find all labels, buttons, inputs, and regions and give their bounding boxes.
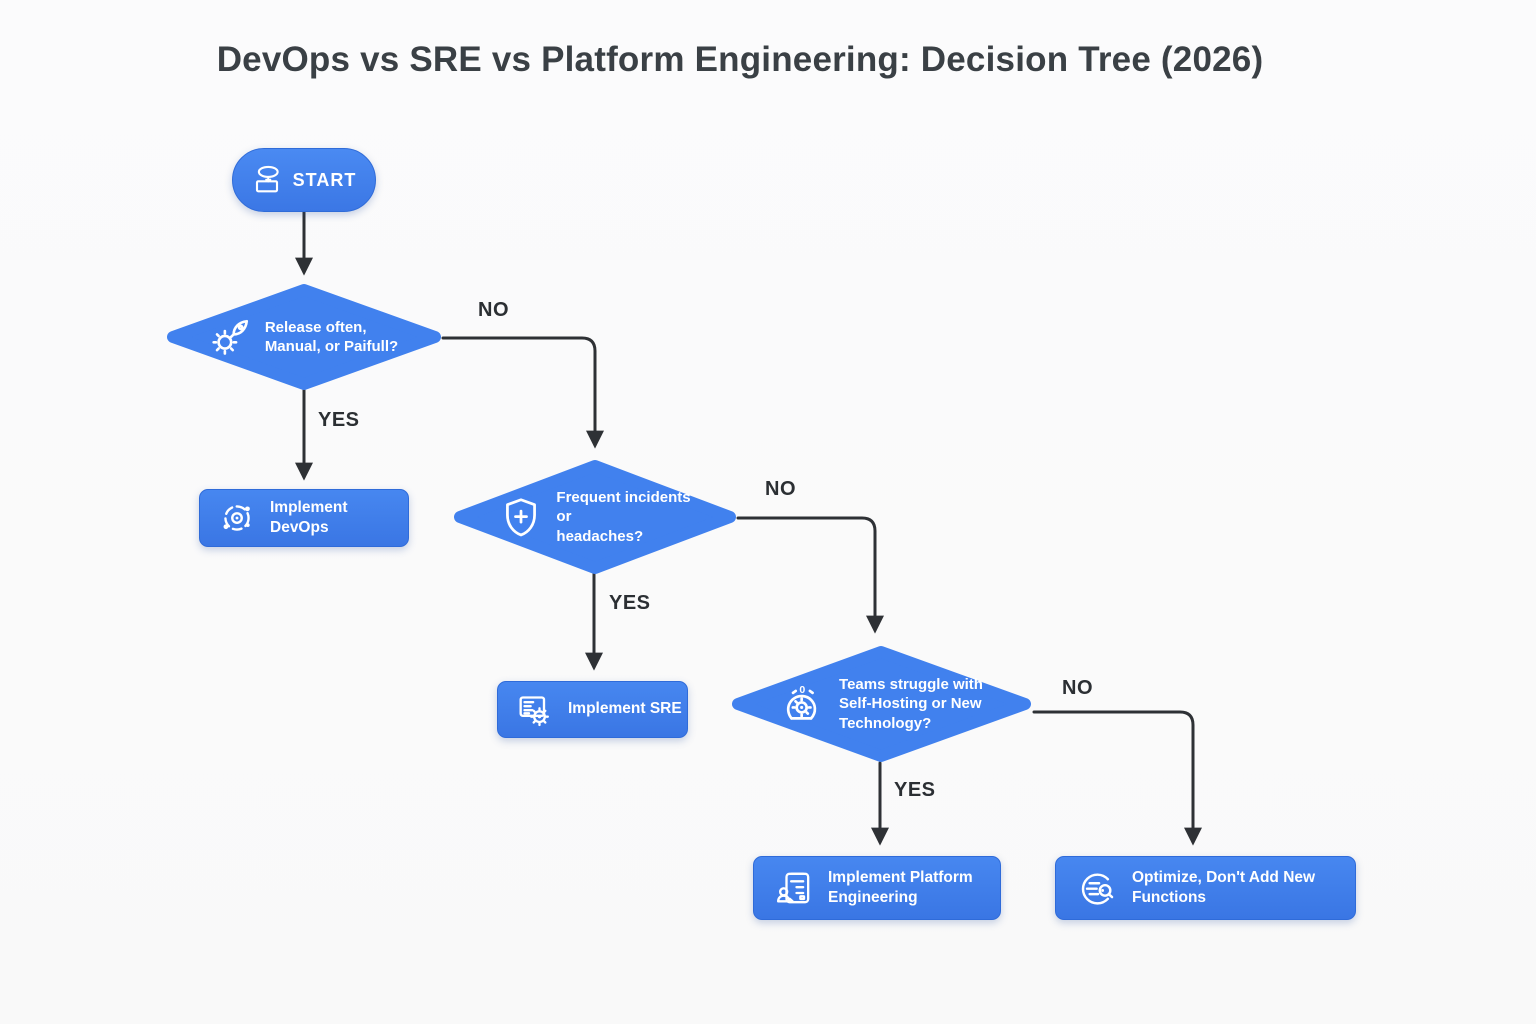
shield-plus-icon xyxy=(499,495,543,539)
release-decision-node: Release often, Manual, or Paifull? xyxy=(166,283,442,391)
edge-teams-no xyxy=(1032,710,1202,846)
diamond-shape xyxy=(454,460,736,574)
page-title: DevOps vs SRE vs Platform Engineering: D… xyxy=(216,40,1264,79)
clipboard-person-icon xyxy=(774,868,814,908)
svg-text:0: 0 xyxy=(799,684,805,696)
release-decision-label: Release often, Manual, or Paifull? xyxy=(264,318,399,356)
diamond-shape xyxy=(732,646,1031,762)
edge-label-teams-yes: YES xyxy=(894,779,936,801)
optimize-label: Optimize, Don't Add New Functions xyxy=(1132,868,1316,906)
rocket-gear-icon xyxy=(210,316,252,358)
implement-sre-label: Implement SRE xyxy=(568,700,682,718)
incidents-decision-label: Frequent incidents or headaches? xyxy=(556,488,691,545)
start-label: START xyxy=(292,169,357,190)
flowchart-icon xyxy=(252,165,282,195)
gauge-icon xyxy=(1076,867,1118,909)
diamond-shape xyxy=(167,284,441,390)
edge-label-release-yes: YES xyxy=(318,409,360,431)
edge-label-incidents-no: NO xyxy=(765,478,796,500)
edge-label-incidents-yes: YES xyxy=(609,592,651,614)
devops-cycle-icon xyxy=(218,499,256,537)
edge-release-no xyxy=(441,336,604,449)
teams-decision-label: Teams struggle with Self-Hosting or New … xyxy=(839,675,983,732)
implement-platform-node: Implement Platform Engineering xyxy=(753,856,1001,920)
incidents-decision-node: Frequent incidents or headaches? xyxy=(453,459,737,575)
server-gear-icon xyxy=(514,690,554,730)
edge-label-teams-no: NO xyxy=(1062,677,1093,699)
implement-devops-label: Implement DevOps xyxy=(270,498,348,536)
implement-devops-node: Implement DevOps xyxy=(199,489,409,547)
start-node: START xyxy=(232,148,376,212)
teams-decision-node: 0 Teams struggle with Self-Hosting or Ne… xyxy=(730,644,1033,764)
optimize-node: Optimize, Don't Add New Functions xyxy=(1055,856,1356,920)
edge-label-release-no: NO xyxy=(478,299,509,321)
mind-gear-icon: 0 xyxy=(780,681,826,727)
implement-platform-label: Implement Platform Engineering xyxy=(828,868,973,906)
edge-incidents-no xyxy=(736,516,884,634)
implement-sre-node: Implement SRE xyxy=(497,681,688,738)
